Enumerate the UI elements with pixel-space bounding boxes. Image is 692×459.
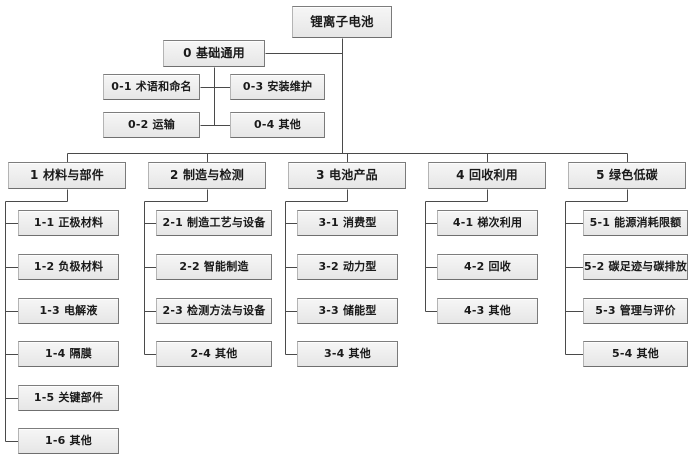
node-category-4[interactable]: 4 回收利用 <box>428 162 546 189</box>
node-zero-child-0-4[interactable]: 0-4 其他 <box>230 112 325 138</box>
node-item-5-1[interactable]: 5-1 能源消耗限额 <box>583 210 688 236</box>
node-item-1-6[interactable]: 1-6 其他 <box>18 428 119 454</box>
node-root[interactable]: 锂离子电池 <box>292 6 392 38</box>
node-zero-child-0-3[interactable]: 0-3 安装维护 <box>230 74 325 100</box>
node-item-4-2[interactable]: 4-2 回收 <box>437 254 538 280</box>
node-zero-child-0-2[interactable]: 0-2 运输 <box>103 112 200 138</box>
node-item-2-1[interactable]: 2-1 制造工艺与设备 <box>156 210 272 236</box>
node-category-3[interactable]: 3 电池产品 <box>288 162 406 189</box>
node-item-5-4[interactable]: 5-4 其他 <box>583 341 688 367</box>
node-item-4-3[interactable]: 4-3 其他 <box>437 298 538 324</box>
node-item-3-2[interactable]: 3-2 动力型 <box>297 254 398 280</box>
node-item-2-4[interactable]: 2-4 其他 <box>156 341 272 367</box>
node-category-2[interactable]: 2 制造与检测 <box>148 162 266 189</box>
node-zero-branch[interactable]: 0 基础通用 <box>163 40 265 67</box>
node-category-5[interactable]: 5 绿色低碳 <box>568 162 686 189</box>
node-item-4-1[interactable]: 4-1 梯次利用 <box>437 210 538 236</box>
node-item-1-4[interactable]: 1-4 隔膜 <box>18 341 119 367</box>
node-item-2-3[interactable]: 2-3 检测方法与设备 <box>156 298 272 324</box>
node-item-1-2[interactable]: 1-2 负极材料 <box>18 254 119 280</box>
node-item-2-2[interactable]: 2-2 智能制造 <box>156 254 272 280</box>
node-item-1-1[interactable]: 1-1 正极材料 <box>18 210 119 236</box>
node-item-1-5[interactable]: 1-5 关键部件 <box>18 385 119 411</box>
node-item-3-4[interactable]: 3-4 其他 <box>297 341 398 367</box>
node-item-3-1[interactable]: 3-1 消费型 <box>297 210 398 236</box>
node-item-1-3[interactable]: 1-3 电解液 <box>18 298 119 324</box>
node-item-5-3[interactable]: 5-3 管理与评价 <box>583 298 688 324</box>
node-zero-child-0-1[interactable]: 0-1 术语和命名 <box>103 74 200 100</box>
node-item-3-3[interactable]: 3-3 储能型 <box>297 298 398 324</box>
node-item-5-2[interactable]: 5-2 碳足迹与碳排放 <box>583 254 688 280</box>
node-category-1[interactable]: 1 材料与部件 <box>8 162 126 189</box>
